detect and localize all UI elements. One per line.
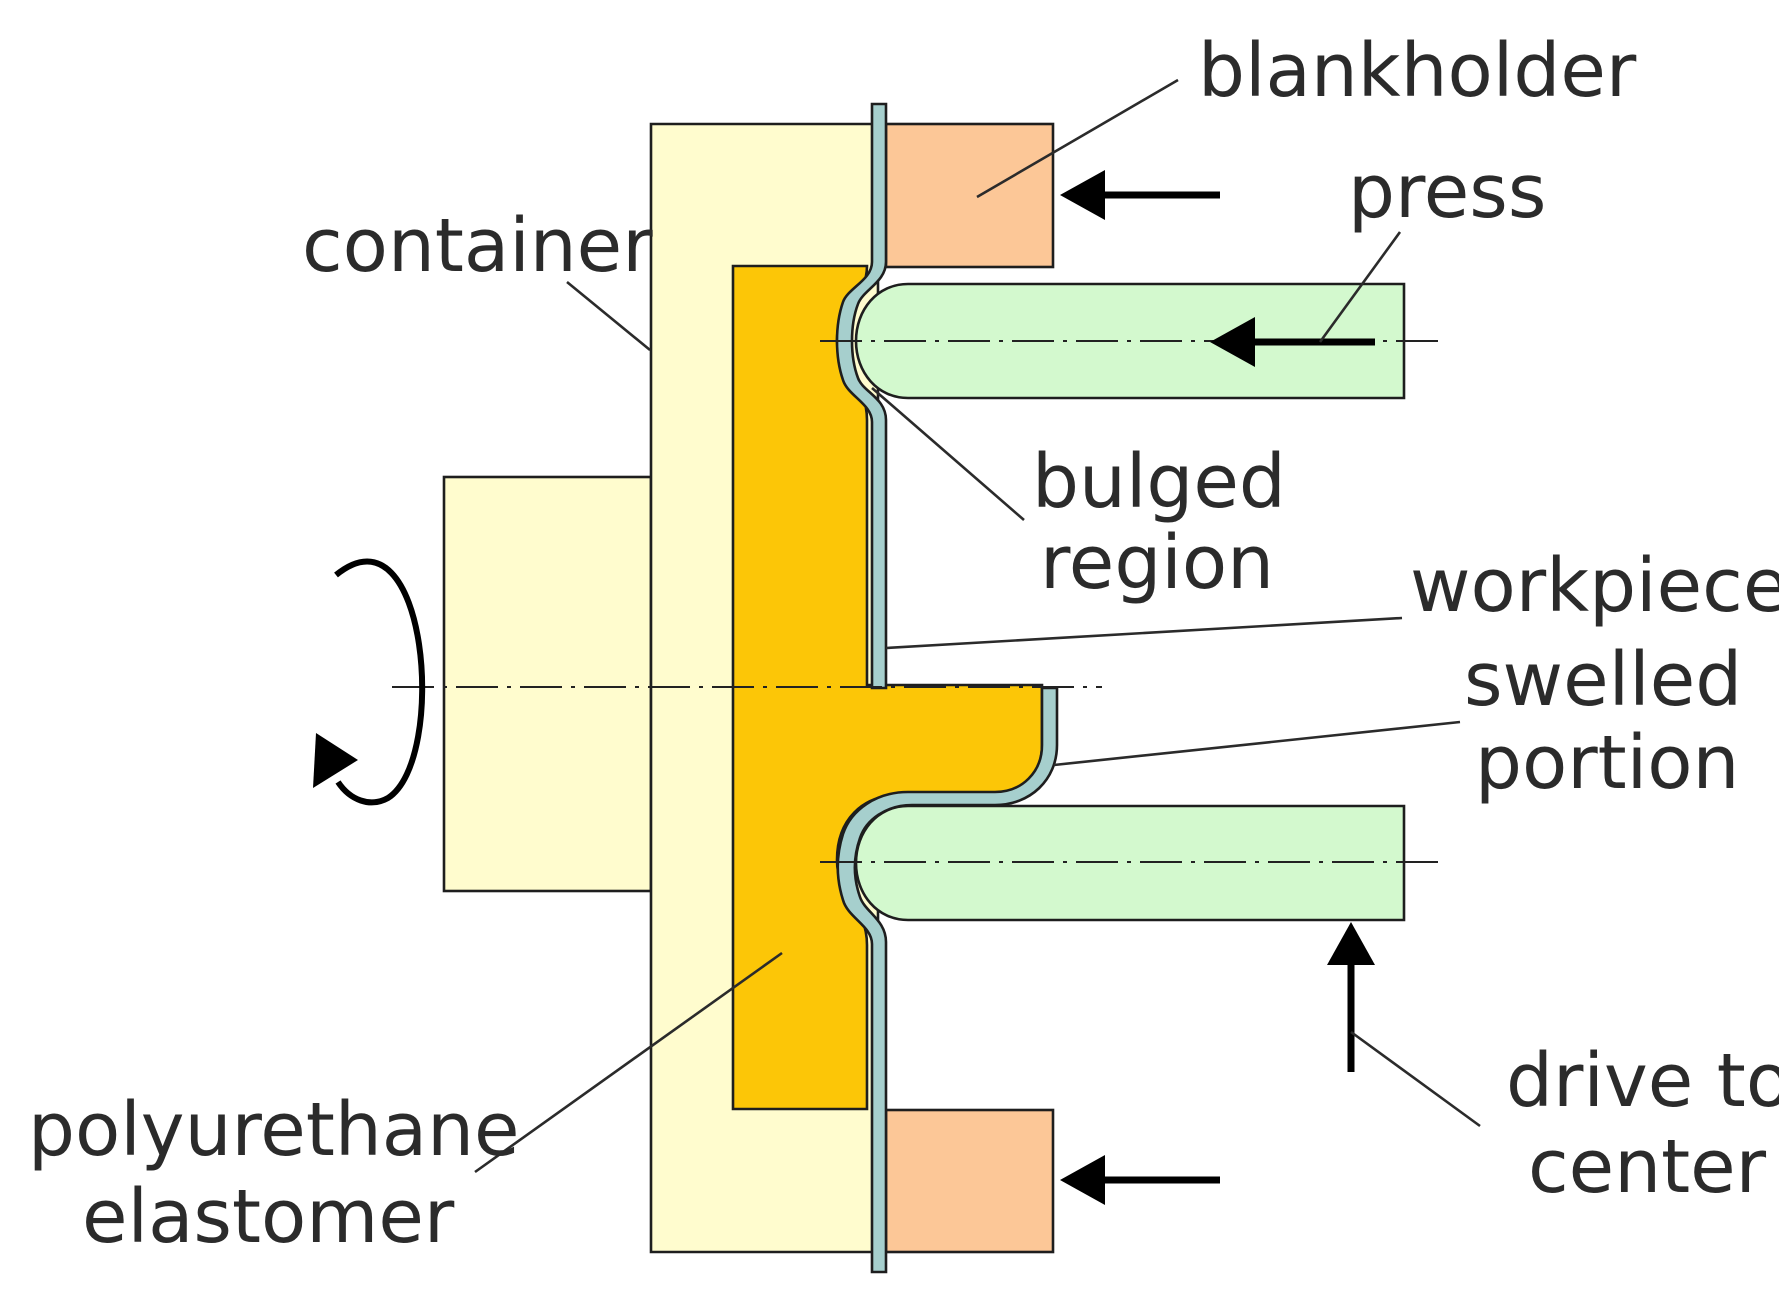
blankholder-arrow-lower-head <box>1060 1155 1105 1205</box>
label-swelled-portion-line2: portion <box>1475 720 1739 806</box>
label-container: container <box>302 203 653 289</box>
rotation-arrow <box>334 558 426 806</box>
blankholder-lower <box>884 1108 1055 1254</box>
drive-arrow-head <box>1327 922 1375 965</box>
label-drive-to-center-line2: center <box>1528 1124 1767 1210</box>
label-bulged-region-line2: region <box>1040 520 1274 606</box>
leader-workpiece <box>885 616 1403 650</box>
label-polyurethane-line2: elastomer <box>82 1174 455 1260</box>
blankholder-arrow-upper-head <box>1060 170 1105 220</box>
leader-swelled-portion <box>1053 720 1461 767</box>
label-bulged-region-line1: bulged <box>1032 439 1286 525</box>
leader-drive-to-center <box>1350 1030 1481 1128</box>
workpiece-upper <box>835 102 888 690</box>
workpiece-lower <box>836 686 1059 1274</box>
leader-polyurethane <box>474 951 783 1174</box>
label-drive-to-center-line1: drive to <box>1506 1038 1779 1124</box>
label-blankholder: blankholder <box>1198 28 1637 114</box>
label-press: press <box>1348 149 1546 235</box>
label-workpiece: workpiece <box>1410 543 1779 629</box>
press-arrow-head <box>1210 317 1255 367</box>
leader-bulged-region <box>871 387 1025 521</box>
label-swelled-portion-line1: swelled <box>1464 637 1742 723</box>
leader-blankholder <box>976 78 1179 199</box>
leader-container <box>566 280 651 352</box>
rotation-arrow-head <box>313 733 358 788</box>
drive-shaft <box>442 475 653 893</box>
label-polyurethane-line1: polyurethane <box>28 1087 520 1173</box>
leader-press <box>1318 231 1402 343</box>
blankholder-upper <box>884 122 1055 269</box>
